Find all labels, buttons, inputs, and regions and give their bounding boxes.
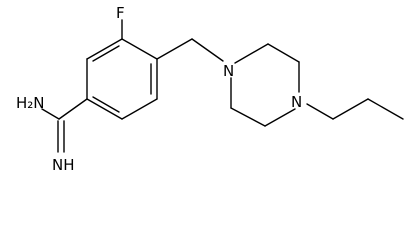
bond-ring-amidine (58, 98, 88, 120)
bond-propyl (332, 98, 369, 120)
bond-ring-ch2 (156, 38, 193, 60)
atom-label-amine: H₂N (16, 94, 45, 112)
atom-labels: F H₂N NH N N (16, 4, 302, 174)
bond (230, 107, 266, 127)
double-bond-inner (92, 45, 120, 62)
bond (121, 98, 158, 120)
bond-ch2-n (191, 38, 224, 62)
atom-label-piperazine-n1: N (223, 62, 234, 80)
bond-c-nh2 (41, 108, 60, 120)
bond-n-propyl (306, 103, 334, 120)
bond (267, 43, 300, 63)
molecule-structure: F H₂N NH N N (16, 4, 404, 174)
atom-label-piperazine-n4: N (291, 93, 302, 111)
bond (234, 43, 269, 64)
double-bond-inner (92, 96, 120, 113)
bond (86, 98, 123, 120)
bond-propyl (367, 98, 404, 120)
bond (86, 38, 123, 60)
atom-label-imine: NH (52, 156, 75, 174)
atom-label-fluorine: F (116, 4, 125, 22)
bond (264, 108, 296, 127)
bond-lines (41, 19, 404, 153)
bond (121, 38, 158, 60)
